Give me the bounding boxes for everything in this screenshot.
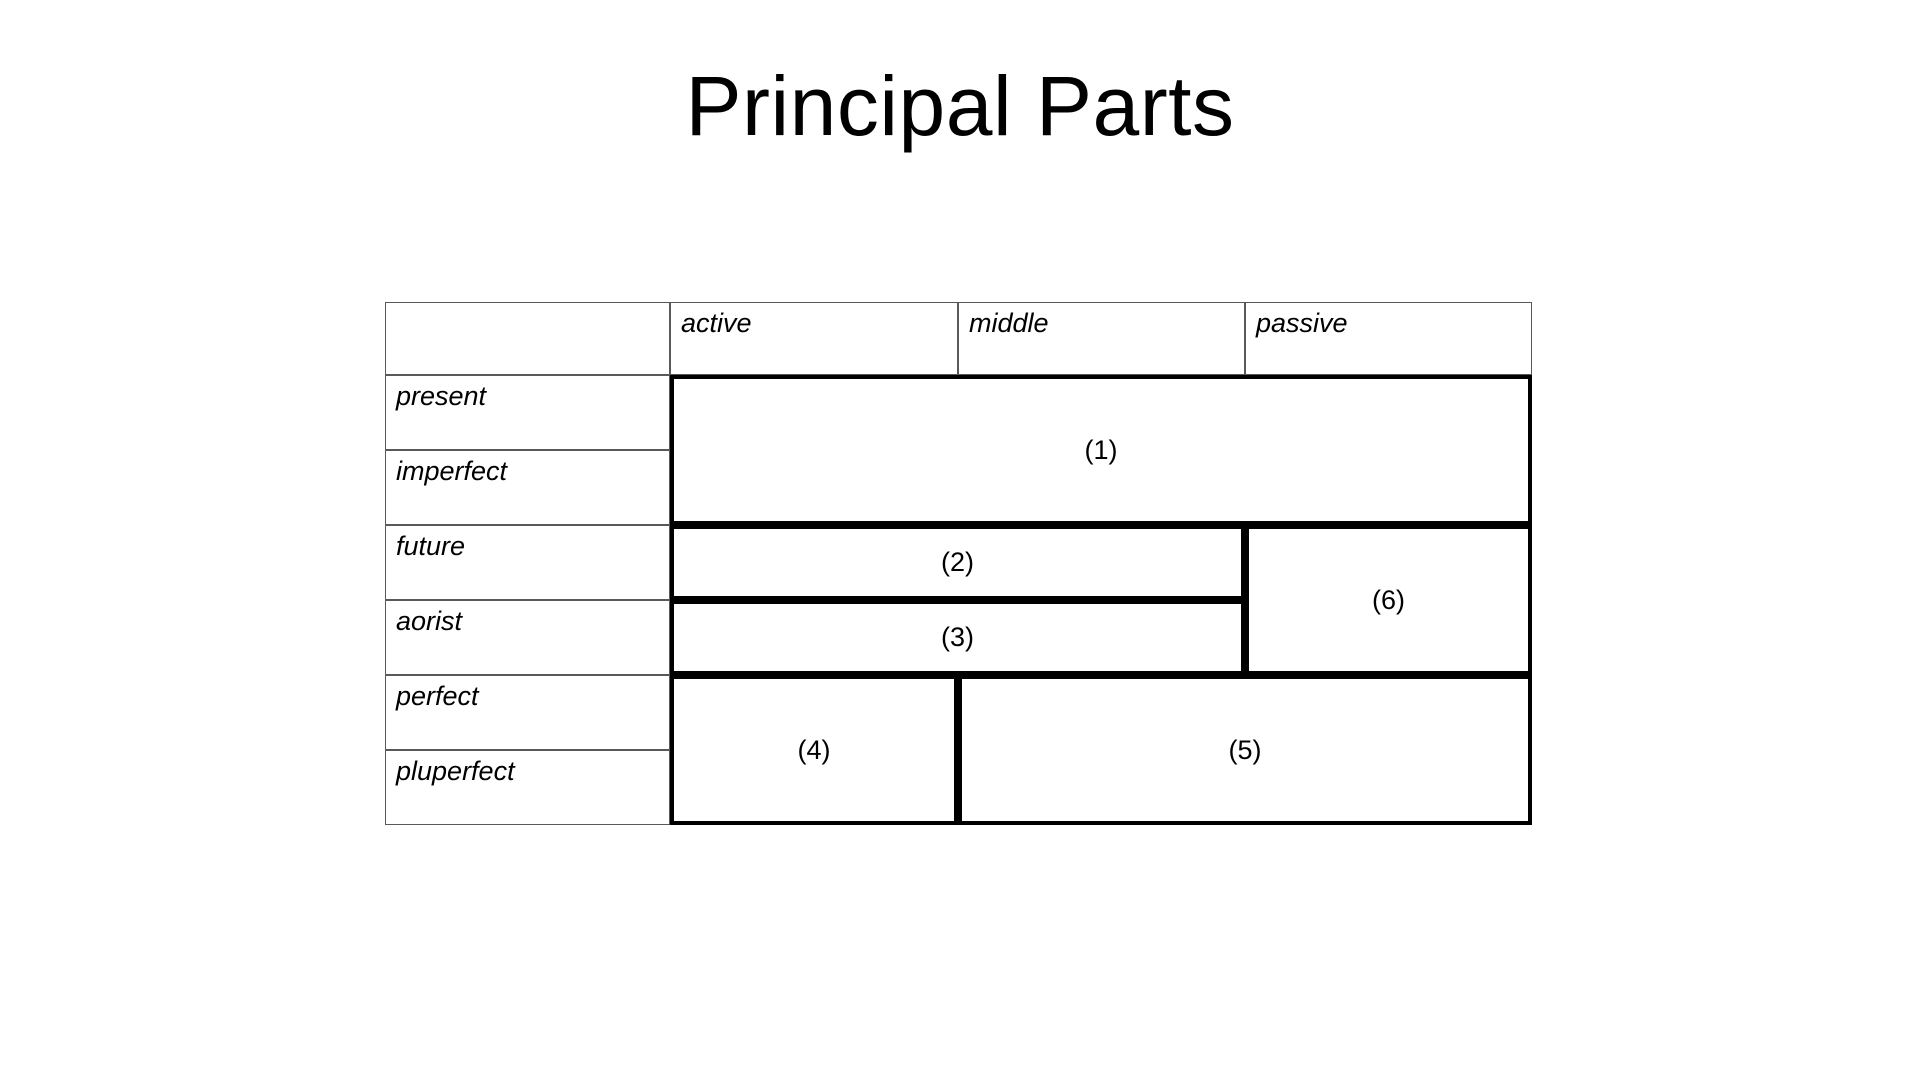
- merged-cell-part-5-label: (5): [1228, 734, 1262, 765]
- row-header-present: present: [385, 375, 670, 450]
- merged-cell-part-2: (2): [670, 525, 1245, 600]
- row-header-present-label: present: [396, 381, 487, 411]
- row-header-future: future: [385, 525, 670, 600]
- row-header-future-label: future: [396, 531, 466, 561]
- column-header-passive: passive: [1245, 302, 1532, 375]
- merged-cell-part-6: (6): [1245, 525, 1532, 675]
- column-header-active-label: active: [681, 308, 752, 338]
- row-header-aorist-label: aorist: [396, 606, 463, 636]
- row-header-aorist: aorist: [385, 600, 670, 675]
- merged-cell-part-4-label: (4): [797, 734, 831, 765]
- merged-cell-part-3: (3): [670, 600, 1245, 675]
- merged-cell-part-1: (1): [670, 375, 1532, 525]
- row-header-perfect: perfect: [385, 675, 670, 750]
- merged-cell-part-2-label: (2): [941, 547, 974, 577]
- row-header-perfect-label: perfect: [396, 681, 479, 711]
- merged-cell-part-1-label: (1): [1084, 434, 1118, 465]
- merged-cell-part-6-label: (6): [1372, 584, 1405, 615]
- merged-cell-part-5: (5): [958, 675, 1532, 825]
- row-header-pluperfect-label: pluperfect: [396, 756, 515, 786]
- page-title: Principal Parts: [685, 59, 1235, 153]
- row-header-imperfect-label: imperfect: [396, 456, 508, 486]
- merged-cell-part-4: (4): [670, 675, 958, 825]
- principal-parts-table: active middle passive present imperfect …: [385, 302, 1532, 825]
- column-header-passive-label: passive: [1256, 308, 1348, 338]
- column-header-middle: middle: [958, 302, 1245, 375]
- row-header-imperfect: imperfect: [385, 450, 670, 525]
- table-corner-cell: [385, 302, 670, 375]
- column-header-active: active: [670, 302, 958, 375]
- column-header-middle-label: middle: [969, 308, 1049, 338]
- row-header-pluperfect: pluperfect: [385, 750, 670, 825]
- merged-cell-part-3-label: (3): [941, 622, 974, 652]
